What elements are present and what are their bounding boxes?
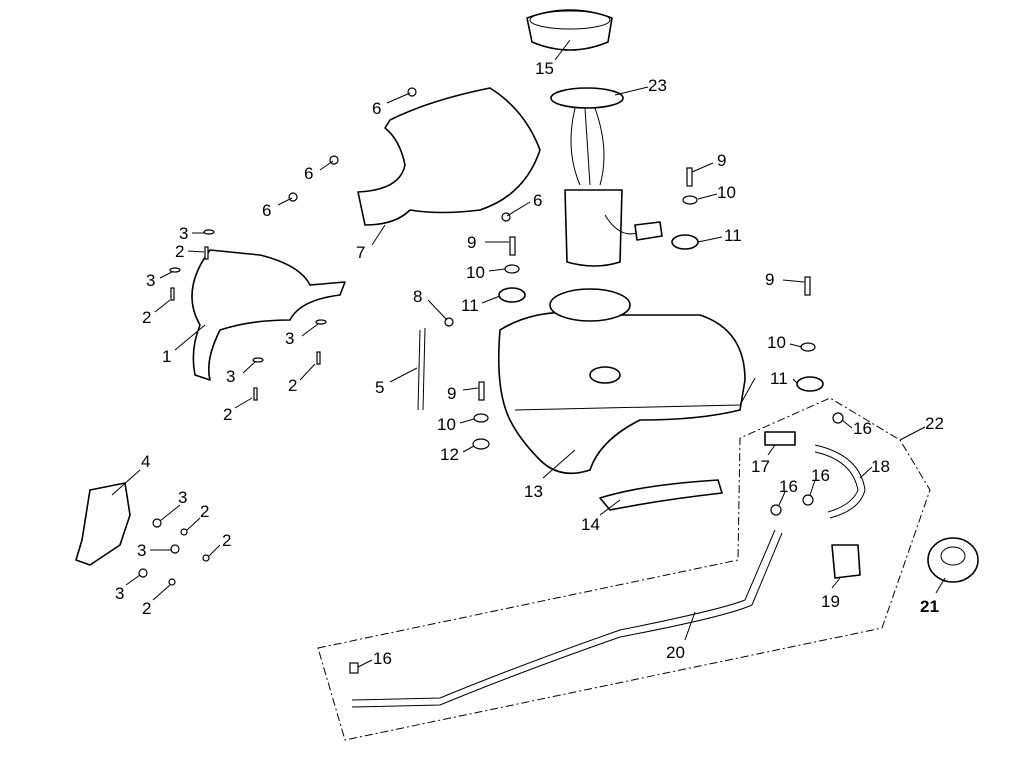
valve-part [764, 431, 796, 446]
ring-nut-part [526, 9, 613, 51]
callout-3: 3 [146, 271, 155, 290]
callout-11: 11 [770, 369, 788, 388]
callout-16: 16 [811, 466, 830, 485]
grommet-part [671, 234, 699, 250]
vent-hose-part [814, 444, 866, 519]
callout-3: 3 [178, 488, 187, 507]
callout-16: 16 [373, 649, 392, 668]
callout-17: 17 [751, 457, 770, 476]
callout-9: 9 [467, 233, 476, 252]
callout-10: 10 [466, 263, 485, 282]
fuel-pump-part [550, 87, 663, 267]
callout-3: 3 [226, 367, 235, 386]
fuel-pipe-part [351, 529, 783, 708]
callout-3: 3 [137, 541, 146, 560]
fasteners [138, 87, 844, 674]
callout-10: 10 [717, 183, 736, 202]
callout-23: 23 [648, 76, 667, 95]
cover-part [191, 249, 346, 381]
callout-13: 13 [524, 482, 543, 501]
callout-3: 3 [115, 584, 124, 603]
filter-part [831, 544, 861, 579]
fuel-tank-part [497, 288, 756, 475]
callout-8: 8 [413, 287, 422, 306]
callout-12: 12 [440, 445, 459, 464]
leader-lines [111, 39, 946, 668]
tank-strap-part [599, 479, 723, 511]
callout-6: 6 [372, 99, 381, 118]
callout-2: 2 [142, 599, 151, 618]
callout-21: 21 [920, 597, 939, 616]
callout-4: 4 [141, 452, 150, 471]
callout-2: 2 [142, 308, 151, 327]
callout-6: 6 [304, 164, 313, 183]
callout-9: 9 [717, 151, 726, 170]
bracket-part [75, 482, 131, 566]
callout-16: 16 [853, 419, 872, 438]
callout-1: 1 [162, 347, 171, 366]
callout-6: 6 [262, 201, 271, 220]
callout-6: 6 [533, 191, 542, 210]
callout-3: 3 [285, 329, 294, 348]
callout-2: 2 [175, 242, 184, 261]
callout-9: 9 [765, 270, 774, 289]
callout-14: 14 [581, 515, 600, 534]
heat-shield-part [357, 87, 541, 226]
callout-2: 2 [200, 502, 209, 521]
fuel-cap-part [927, 537, 979, 583]
callout-9: 9 [447, 384, 456, 403]
callout-10: 10 [767, 333, 786, 352]
callout-2: 2 [222, 531, 231, 550]
callout-10: 10 [437, 415, 456, 434]
grommet-part [498, 287, 526, 303]
callout-11: 11 [724, 226, 742, 245]
callout-11: 11 [461, 296, 479, 315]
callout-5: 5 [375, 378, 384, 397]
callout-3: 3 [179, 224, 188, 243]
callout-22: 22 [925, 414, 944, 433]
callout-20: 20 [666, 643, 685, 662]
callout-18: 18 [871, 457, 890, 476]
callout-15: 15 [535, 59, 554, 78]
callout-16: 16 [779, 477, 798, 496]
grommet-part [796, 376, 824, 392]
callout-7: 7 [356, 243, 365, 262]
callout-2: 2 [223, 405, 232, 424]
callout-19: 19 [821, 592, 840, 611]
breather-hose-part [417, 327, 426, 411]
callout-2: 2 [288, 376, 297, 395]
callout-labels: 15 23 6 6 6 6 7 9 10 9 11 10 3 2 3 2 8 1… [115, 59, 944, 668]
